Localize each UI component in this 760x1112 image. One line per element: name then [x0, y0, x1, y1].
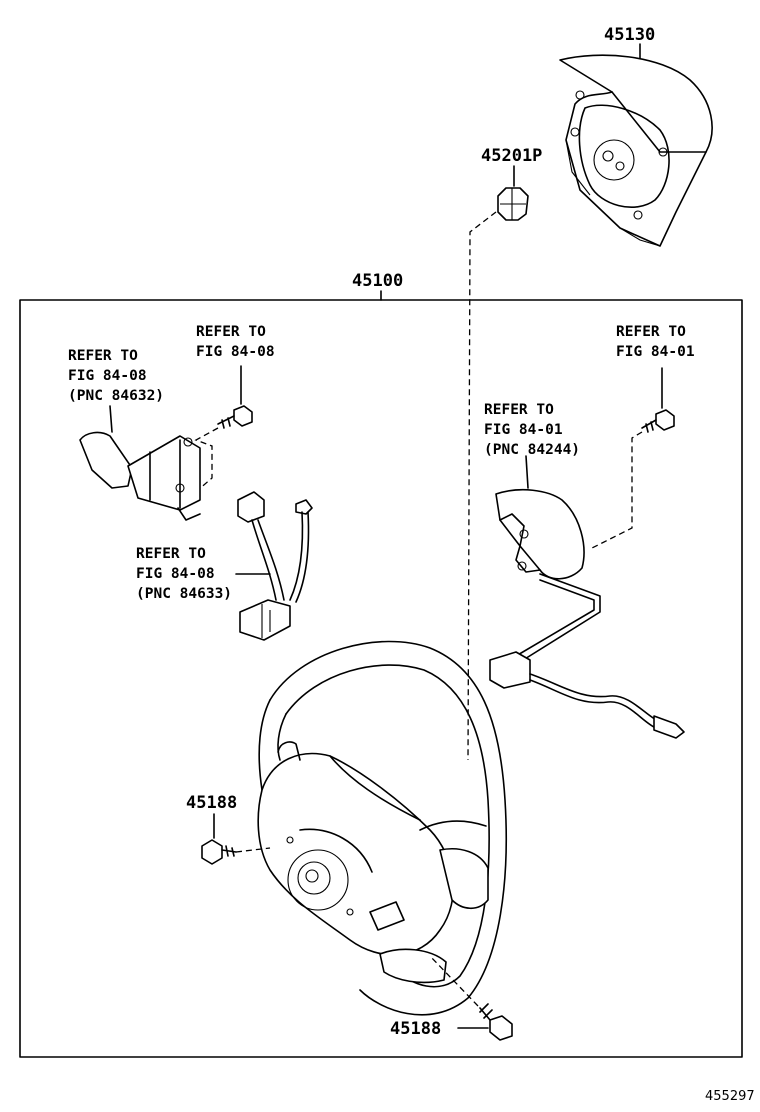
- assembly-bracket: [19, 299, 743, 1058]
- part-number-45201p: 45201P: [481, 146, 542, 166]
- dashed-line-bolt-right: [591, 431, 643, 549]
- airbag-assembly[interactable]: [559, 54, 713, 247]
- ref-84632-line2: FIG 84-08: [68, 368, 147, 384]
- ref-84633-line2: FIG 84-08: [136, 566, 215, 582]
- leader-84632: [109, 405, 113, 433]
- part-number-45130: 45130: [604, 25, 655, 45]
- dashed-line-nut: [467, 211, 497, 761]
- dashed-line-45188-lower: [429, 955, 479, 1007]
- ref-84244-line1: REFER TO: [484, 402, 554, 418]
- ref-84632-line1: REFER TO: [68, 348, 138, 364]
- ref-84244-line3: (PNC 84244): [484, 442, 580, 458]
- nut-45201p[interactable]: [497, 187, 529, 221]
- ref-84633-line1: REFER TO: [136, 546, 206, 562]
- wire-harness-84633[interactable]: [237, 491, 313, 641]
- bolt-upper-left[interactable]: [217, 405, 253, 429]
- switch-cover-84244[interactable]: [489, 488, 685, 739]
- ref-bolt-84-08-line1: REFER TO: [196, 324, 266, 340]
- bolt-upper-right[interactable]: [641, 409, 675, 433]
- bolt-45188-upper[interactable]: [201, 839, 237, 865]
- part-number-45188-lower: 45188: [390, 1019, 441, 1039]
- ref-bolt-84-08-line2: FIG 84-08: [196, 344, 275, 360]
- part-number-45188-upper: 45188: [186, 793, 237, 813]
- dashed-line-bolt-left: [194, 427, 219, 491]
- steering-wheel[interactable]: [257, 640, 507, 1016]
- ref-bolt-84-01-line2: FIG 84-01: [616, 344, 695, 360]
- ref-84633-line3: (PNC 84633): [136, 586, 232, 602]
- bolt-45188-lower[interactable]: [479, 1003, 513, 1041]
- switch-assembly-84632[interactable]: [79, 431, 201, 521]
- leader-84244: [525, 455, 529, 489]
- figure-id: 455297: [705, 1089, 755, 1104]
- ref-84244-line2: FIG 84-01: [484, 422, 563, 438]
- ref-84632-line3: (PNC 84632): [68, 388, 164, 404]
- dashed-line-45188-upper: [235, 847, 271, 853]
- part-number-45100: 45100: [352, 271, 403, 291]
- ref-bolt-84-01-line1: REFER TO: [616, 324, 686, 340]
